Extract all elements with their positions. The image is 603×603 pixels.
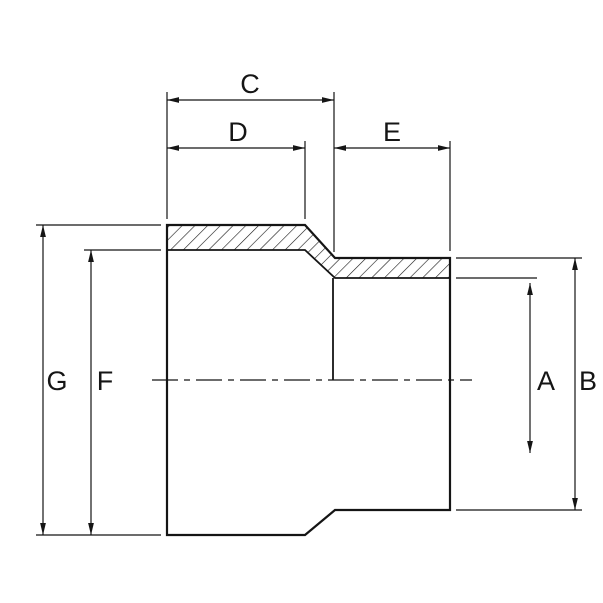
dim-label-a: A — [537, 366, 555, 396]
dim-label-b: B — [579, 366, 597, 396]
dim-label-e: E — [383, 117, 401, 147]
bore-inner-line — [167, 249, 450, 279]
wall-section-hatching — [167, 225, 450, 278]
dim-label-g: G — [46, 366, 67, 396]
part-geometry — [152, 223, 472, 537]
part-outline — [165, 223, 452, 537]
dim-label-d: D — [228, 117, 248, 147]
dim-label-f: F — [97, 366, 114, 396]
dim-label-c: C — [240, 69, 260, 99]
dimension-labels: C D E G F A B — [46, 69, 597, 396]
dimension-lines — [36, 92, 582, 536]
